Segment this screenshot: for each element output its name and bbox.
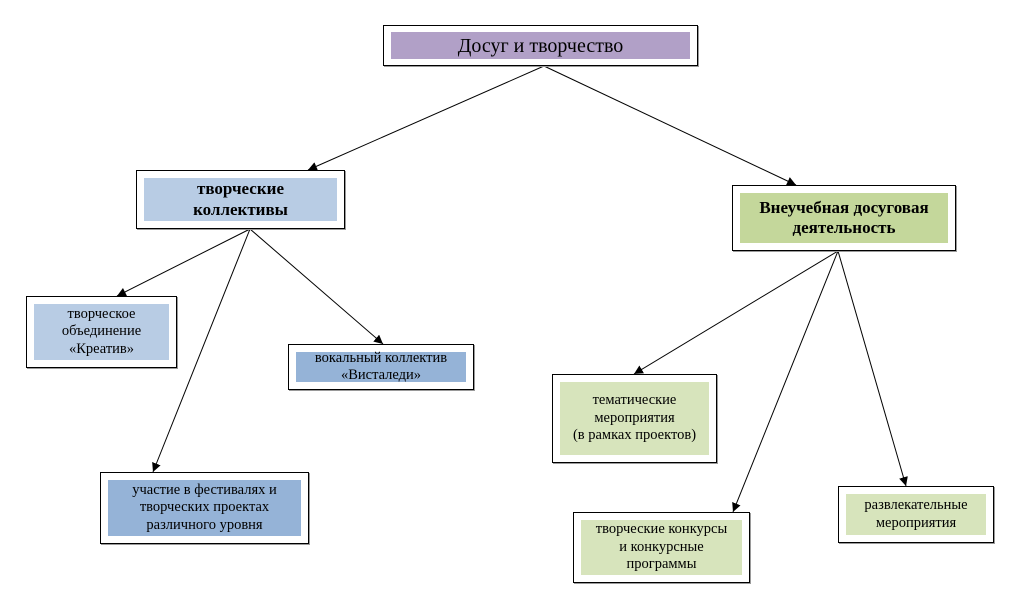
connector-creative-to-festivals [152, 228, 251, 473]
creative-groups-node: творческие коллективы [136, 170, 345, 229]
entertainment-node: развлекательные мероприятия [838, 486, 994, 543]
contests-node: творческие конкурсы и конкурсные програм… [573, 512, 750, 583]
connector-root-to-extracurricular [543, 65, 797, 186]
root-node: Досуг и творчество [383, 25, 698, 66]
connector-extracurricular-to-contests [732, 250, 839, 513]
festivals-label: участие в фестивалях и творческих проект… [108, 480, 301, 536]
thematic-events-node: тематические мероприятия (в рамках проек… [552, 374, 717, 463]
entertainment-label: развлекательные мероприятия [846, 494, 986, 535]
extracurricular-label: Внеучебная досуговая деятельность [740, 193, 948, 243]
connector-extracurricular-to-entertainment [837, 250, 908, 487]
festivals-node: участие в фестивалях и творческих проект… [100, 472, 309, 544]
connector-creative-to-vistaledi [249, 228, 384, 345]
extracurricular-node: Внеучебная досуговая деятельность [732, 185, 956, 251]
contests-label: творческие конкурсы и конкурсные програм… [581, 520, 742, 575]
kreativ-node: творческое объединение «Креатив» [26, 296, 177, 368]
connector-extracurricular-to-thematic [633, 250, 839, 375]
connector-root-to-creative-groups [307, 65, 545, 171]
root-label: Досуг и творчество [391, 32, 690, 59]
creative-groups-label: творческие коллективы [144, 178, 337, 221]
vistaledi-label: вокальный коллектив «Висталеди» [296, 350, 466, 383]
kreativ-label: творческое объединение «Креатив» [34, 304, 169, 360]
vistaledi-node: вокальный коллектив «Висталеди» [288, 344, 474, 390]
thematic-events-label: тематические мероприятия (в рамках проек… [560, 382, 709, 455]
connector-creative-to-kreativ [116, 228, 251, 297]
